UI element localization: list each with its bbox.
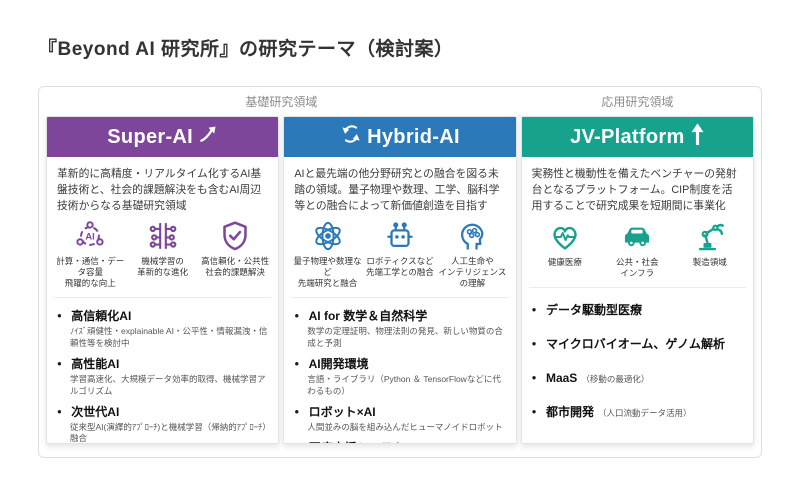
jv-platform-bullet-list: データ駆動型医療 マイクロバイオーム、ゲノム解析 MaaS（移動の最適化） 都市…: [522, 288, 753, 443]
brain-head-icon: [455, 219, 489, 253]
hybrid-ai-bullet-list: AI for 数学＆自然科学 数学の定理証明、物理法則の発見、新しい物質の合成と…: [284, 298, 515, 443]
hybrid-ai-description: AIと最先端の他分野研究との融合を図る未踏の領域。量子物理や数理、工学、脳科学等…: [294, 168, 500, 213]
list-item: 高性能AI 学習高速化、大規模データ効率的取得、機械学習アルゴリズム: [57, 355, 270, 397]
super-ai-description: 革新的に高精度・リアルタイム化するAI基盤技術と、社会的課題解決をも含むAI周辺…: [57, 168, 262, 213]
super-ai-bullet-list: 高信頼化AI ﾉｲｽﾞ頑健性・explainable AI・公平性・情報漏洩・信…: [47, 298, 278, 443]
list-item: 高信頼化AI ﾉｲｽﾞ頑健性・explainable AI・公平性・情報漏洩・信…: [57, 307, 270, 349]
jv-platform-card: JV-Platform 実務性と機動性を備えたベンチャーの発射台となるプラットフ…: [520, 116, 754, 444]
feature-manufacturing-label: 製造領域: [692, 256, 727, 267]
list-item: マイクロバイオーム、ゲノム解析: [532, 335, 745, 353]
list-item: AI開発環境 言語・ライブラリ（Python ＆ TensorFlowなどに代わ…: [294, 355, 507, 397]
curved-up-arrow-icon: [198, 124, 218, 150]
list-item: ロボット×AI 人間並みの脳を組み込んだヒューマノイドロボット: [294, 403, 507, 433]
basic-research-area-label: 基礎研究領域: [245, 95, 318, 109]
jv-platform-feature-row: 健康医療 公共・社会 インフラ: [528, 218, 746, 288]
feature-infrastructure-label: 公共・社会 インフラ: [616, 256, 659, 278]
feature-robotics: ロボティクスなど 先端工学との融合: [364, 219, 436, 278]
list-item: AI for 数学＆自然科学 数学の定理証明、物理法則の発見、新しい物質の合成と…: [294, 307, 507, 349]
list-item: 医療支援システム AIを応用した最先端医療システムの研究開発: [294, 439, 507, 443]
robot-icon: [383, 219, 417, 253]
super-ai-header: Super-AI: [47, 117, 279, 157]
heart-pulse-icon: [548, 220, 582, 254]
feature-quantum: 量子物理や数理など 先端研究と融合: [291, 219, 363, 289]
feature-robotics-label: ロボティクスなど 先端工学との融合: [366, 256, 434, 278]
hybrid-ai-header: Hybrid-AI: [284, 117, 516, 157]
super-ai-feature-row: AI 計算・通信・データ容量 飛躍的な向上: [54, 217, 272, 299]
feature-intelligence-label: 人工生命や インテリジェンスの理解: [438, 256, 507, 289]
applied-research-area-label: 応用研究領域: [601, 95, 674, 109]
cycle-arrows-icon: [340, 123, 362, 151]
shield-check-icon: [218, 219, 252, 253]
feature-compute: AI 計算・通信・データ容量 飛躍的な向上: [54, 219, 126, 289]
atom-icon: [311, 219, 345, 253]
list-item: 次世代AI 従来型AI(演繹的ｱﾌﾟﾛｰﾁ)と機械学習（帰納的ｱﾌﾟﾛｰﾁ）融合: [57, 403, 270, 443]
feature-ml: 機械学習の 革新的な進化: [126, 219, 198, 278]
list-item: MaaS（移動の最適化）: [532, 369, 745, 387]
feature-healthcare: 健康医療: [529, 220, 601, 268]
super-ai-title: Super-AI: [107, 125, 194, 148]
car-icon: [620, 220, 654, 254]
svg-text:AI: AI: [86, 231, 95, 241]
up-arrow-icon: [690, 122, 705, 152]
feature-quantum-label: 量子物理や数理など 先端研究と融合: [293, 256, 362, 289]
feature-ml-label: 機械学習の 革新的な進化: [137, 256, 189, 278]
slide: 『Beyond AI 研究所』の研究テーマ（検討案） 基礎研究領域 応用研究領域…: [0, 0, 800, 458]
feature-intelligence: 人工生命や インテリジェンスの理解: [436, 219, 508, 289]
feature-compute-label: 計算・通信・データ容量 飛躍的な向上: [56, 256, 125, 289]
feature-trust: 高信頼化・公共性 社会的課題解決: [199, 219, 271, 278]
list-item: 都市開発（人口流動データ活用）: [532, 403, 745, 421]
feature-trust-label: 高信頼化・公共性 社会的課題解決: [201, 256, 270, 278]
feature-infrastructure: 公共・社会 インフラ: [601, 220, 673, 279]
robot-arm-icon: [693, 220, 727, 254]
super-ai-card: Super-AI 革新的に高精度・リアルタイム化するAI基盤技術と、社会的課題解…: [46, 116, 280, 444]
hybrid-ai-feature-row: 量子物理や数理など 先端研究と融合: [291, 217, 509, 299]
ml-circuit-icon: [146, 219, 180, 253]
ai-network-icon: AI: [73, 219, 107, 253]
feature-healthcare-label: 健康医療: [547, 256, 582, 267]
feature-manufacturing: 製造領域: [674, 220, 746, 268]
hybrid-ai-card: Hybrid-AI AIと最先端の他分野研究との融合を図る未踏の領域。量子物理や…: [283, 116, 517, 444]
list-item: データ駆動型医療: [532, 301, 745, 319]
jv-platform-title: JV-Platform: [570, 125, 685, 148]
hybrid-ai-title: Hybrid-AI: [367, 125, 460, 148]
research-board: 基礎研究領域 応用研究領域 Super-AI 革新的に高精度・リアルタイム化する…: [38, 86, 762, 458]
jv-platform-description: 実務性と機動性を備えたベンチャーの発射台となるプラットフォーム。CIP制度を活用…: [531, 168, 737, 213]
jv-platform-header: JV-Platform: [521, 117, 753, 157]
page-title: 『Beyond AI 研究所』の研究テーマ（検討案）: [38, 39, 454, 60]
